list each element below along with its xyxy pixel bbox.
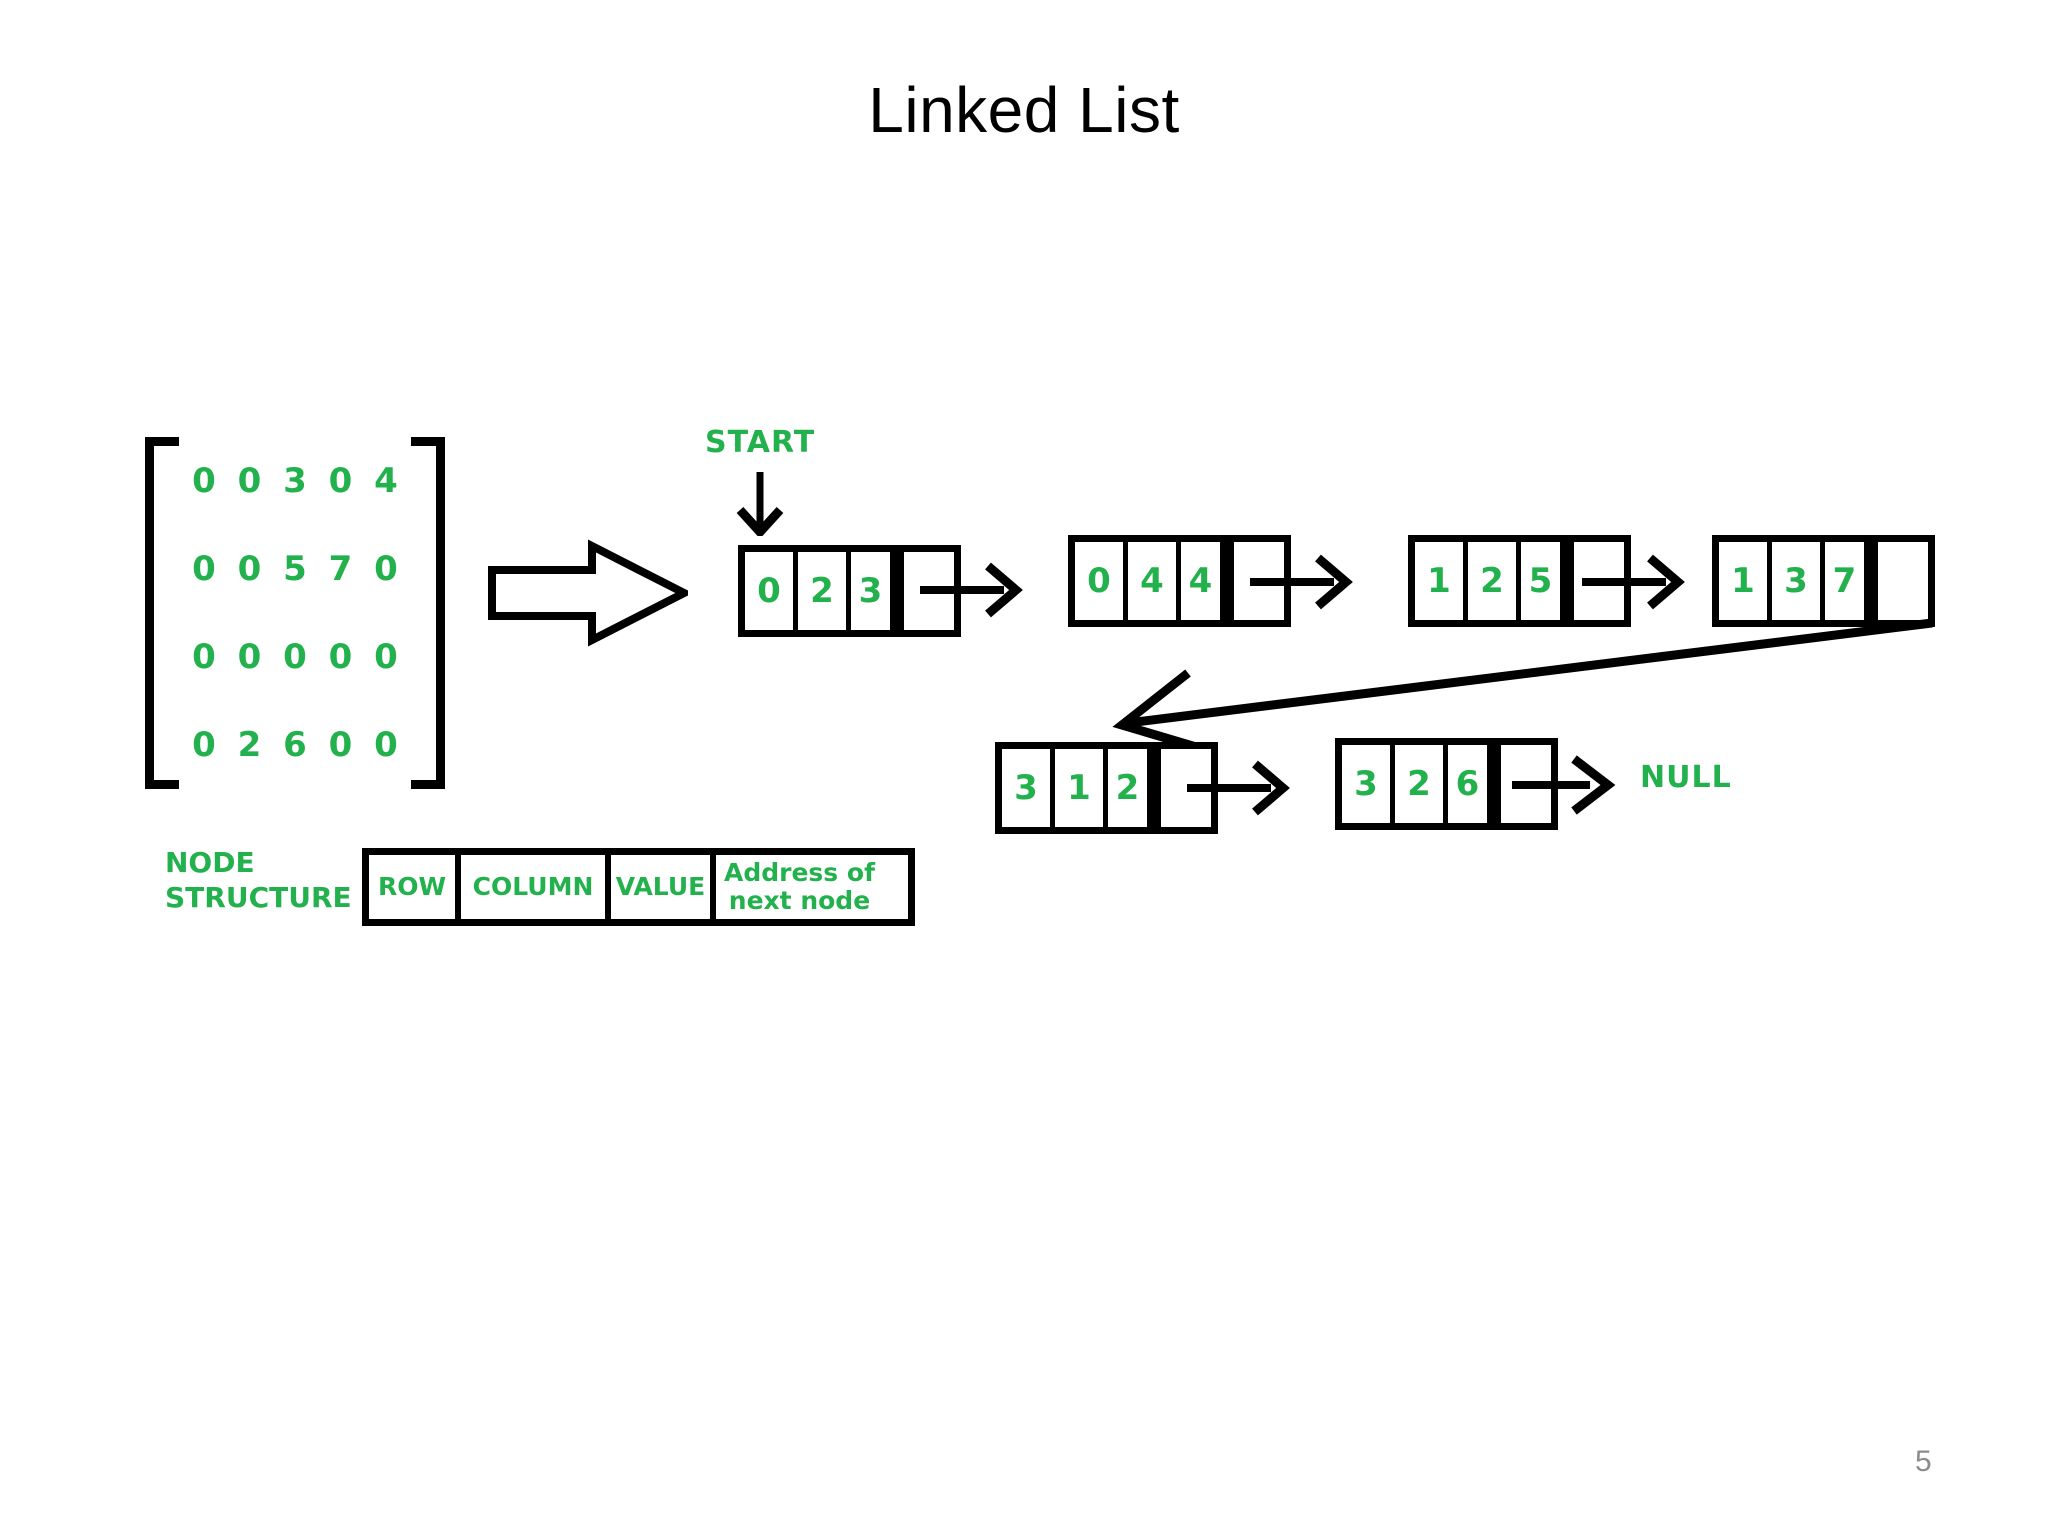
arrow-down-icon bbox=[736, 472, 784, 536]
node-row-cell: 3 bbox=[1002, 749, 1055, 827]
node-row-cell: 1 bbox=[1719, 542, 1772, 620]
matrix-cell: 0 bbox=[374, 637, 398, 677]
node-structure-field-column: COLUMN bbox=[461, 855, 611, 919]
matrix-cell: 0 bbox=[374, 549, 398, 589]
matrix-row: 0 2 6 0 0 bbox=[187, 725, 403, 765]
matrix-cell: 0 bbox=[237, 461, 262, 501]
matrix-cell: 3 bbox=[283, 461, 307, 501]
block-arrow-right-icon bbox=[488, 539, 688, 647]
node-value-cell: 3 bbox=[851, 552, 904, 630]
node-column-cell: 4 bbox=[1128, 542, 1181, 620]
matrix-bracket-left-icon bbox=[145, 437, 179, 789]
node-value-cell: 6 bbox=[1448, 745, 1501, 823]
node-value-cell: 5 bbox=[1521, 542, 1574, 620]
arrow-right-icon bbox=[1187, 760, 1290, 816]
list-node[interactable]: 1 3 7 bbox=[1712, 535, 1935, 627]
sparse-matrix: 0 0 3 0 4 0 0 5 7 0 0 0 0 0 0 0 bbox=[145, 437, 445, 789]
matrix-row: 0 0 3 0 4 bbox=[187, 461, 403, 501]
matrix-bracket-right-icon bbox=[411, 437, 445, 789]
matrix-cell: 5 bbox=[283, 549, 307, 589]
arrow-right-icon bbox=[1250, 554, 1353, 610]
node-row-cell: 0 bbox=[1075, 542, 1128, 620]
arrow-right-icon bbox=[1582, 554, 1685, 610]
arrow-right-icon bbox=[1512, 755, 1616, 815]
node-next-pointer-cell bbox=[1878, 542, 1928, 620]
null-terminator-label: NULL bbox=[1640, 760, 1732, 795]
node-structure-field-address: Address of next node bbox=[716, 855, 908, 919]
node-column-cell: 3 bbox=[1772, 542, 1825, 620]
node-column-cell: 2 bbox=[1468, 542, 1521, 620]
matrix-cell: 0 bbox=[192, 637, 216, 677]
page-title: Linked List bbox=[868, 74, 1180, 146]
matrix-cell: 0 bbox=[283, 637, 307, 677]
node-structure-table: ROW COLUMN VALUE Address of next node bbox=[362, 848, 915, 926]
matrix-cell: 0 bbox=[328, 725, 353, 765]
list-node[interactable]: 0 2 3 bbox=[738, 545, 961, 637]
matrix-row: 0 0 0 0 0 bbox=[187, 637, 403, 677]
page-number: 5 bbox=[1915, 1445, 1932, 1478]
matrix-cell: 0 bbox=[237, 549, 262, 589]
matrix-cell: 0 bbox=[374, 725, 398, 765]
node-value-cell: 2 bbox=[1108, 749, 1161, 827]
matrix-cell: 0 bbox=[328, 461, 353, 501]
matrix-cell: 0 bbox=[192, 549, 216, 589]
node-column-cell: 2 bbox=[798, 552, 851, 630]
matrix-cell: 0 bbox=[192, 461, 216, 501]
matrix-cell: 2 bbox=[237, 725, 262, 765]
matrix-cell: 0 bbox=[328, 637, 353, 677]
node-value-cell: 4 bbox=[1181, 542, 1234, 620]
node-row-cell: 3 bbox=[1342, 745, 1395, 823]
arrow-diagonal-left-icon bbox=[1112, 618, 1933, 745]
list-node[interactable]: 0 4 4 bbox=[1068, 535, 1291, 627]
node-structure-field-row: ROW bbox=[369, 855, 461, 919]
start-label: START bbox=[705, 425, 816, 460]
matrix-row: 0 0 5 7 0 bbox=[187, 549, 403, 589]
matrix-cell: 4 bbox=[374, 461, 398, 501]
node-row-cell: 0 bbox=[745, 552, 798, 630]
matrix-cell: 7 bbox=[328, 549, 353, 589]
node-column-cell: 2 bbox=[1395, 745, 1448, 823]
list-node[interactable]: 3 1 2 bbox=[995, 742, 1218, 834]
node-structure-field-value: VALUE bbox=[611, 855, 716, 919]
node-row-cell: 1 bbox=[1415, 542, 1468, 620]
matrix-grid: 0 0 3 0 4 0 0 5 7 0 0 0 0 0 0 0 bbox=[187, 437, 403, 789]
matrix-cell: 6 bbox=[283, 725, 307, 765]
node-value-cell: 7 bbox=[1825, 542, 1878, 620]
matrix-cell: 0 bbox=[237, 637, 262, 677]
node-structure-caption: NODE STRUCTURE bbox=[165, 846, 352, 914]
arrow-right-icon bbox=[920, 562, 1023, 618]
matrix-cell: 0 bbox=[192, 725, 216, 765]
node-column-cell: 1 bbox=[1055, 749, 1108, 827]
